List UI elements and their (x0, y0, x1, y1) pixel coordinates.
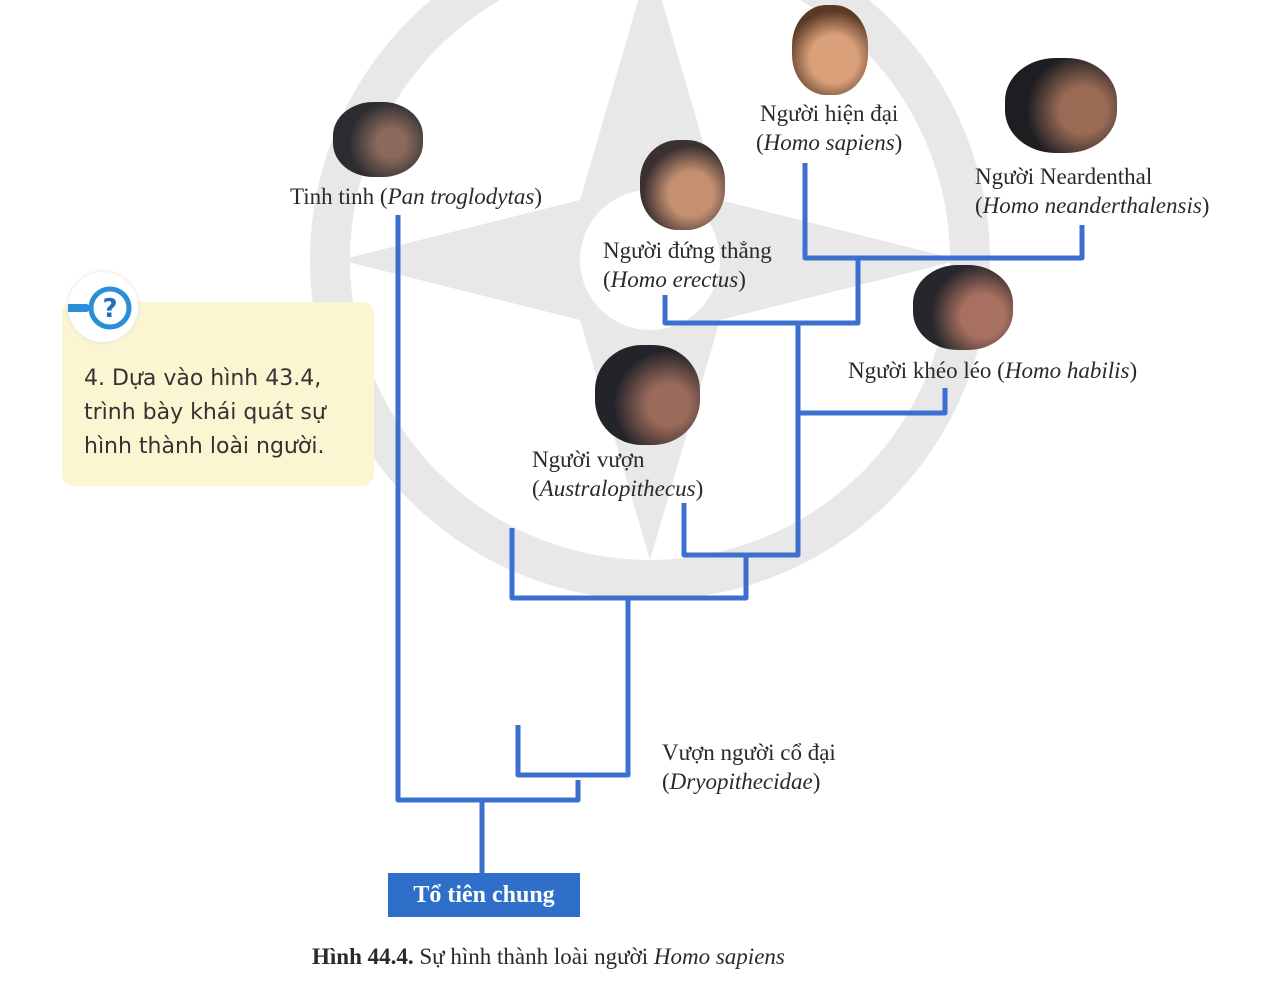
neanderthal-head-image (1005, 58, 1117, 153)
branch-erectus (662, 258, 861, 326)
label-neanderthal: Người Neardenthal(Homo neanderthalensis) (975, 164, 1210, 218)
branch-sapiens-neanderthal (802, 163, 1085, 261)
branch-australopithecus (681, 325, 801, 558)
branch-habilis (798, 388, 948, 416)
label-dryopithecidae: Vượn người cổ đại(Dryopithecidae) (662, 740, 836, 794)
sapiens-head-image (792, 5, 868, 95)
label-chimp: Tinh tinh (Pan troglodytas) (290, 184, 542, 209)
common-ancestor-box: Tổ tiên chung (388, 873, 580, 917)
label-habilis: Người khéo léo (Homo habilis) (848, 358, 1138, 383)
figure-caption: Hình 44.4. Sự hình thành loài người Homo… (312, 944, 785, 969)
branch-chimp (395, 215, 581, 803)
svg-text:?: ? (102, 294, 117, 324)
question-text: 4. Dựa vào hình 43.4, trình bày khái quá… (84, 366, 326, 459)
label-australopithecus: Người vượn(Australopithecus) (532, 447, 704, 501)
label-erectus: Người đứng thẳng(Homo erectus) (603, 238, 772, 292)
label-sapiens: Người hiện đại(Homo sapiens) (756, 101, 903, 155)
chimp-head-image (333, 102, 423, 177)
phylogenetic-branches (395, 163, 1085, 875)
habilis-head-image (913, 265, 1013, 350)
australopithecus-head-image (595, 345, 700, 445)
branch-dryopithecidae (515, 598, 631, 778)
branch-australopithecus-split (509, 528, 749, 601)
question-magnifier-icon: ? (60, 272, 138, 342)
erectus-head-image (640, 140, 725, 230)
